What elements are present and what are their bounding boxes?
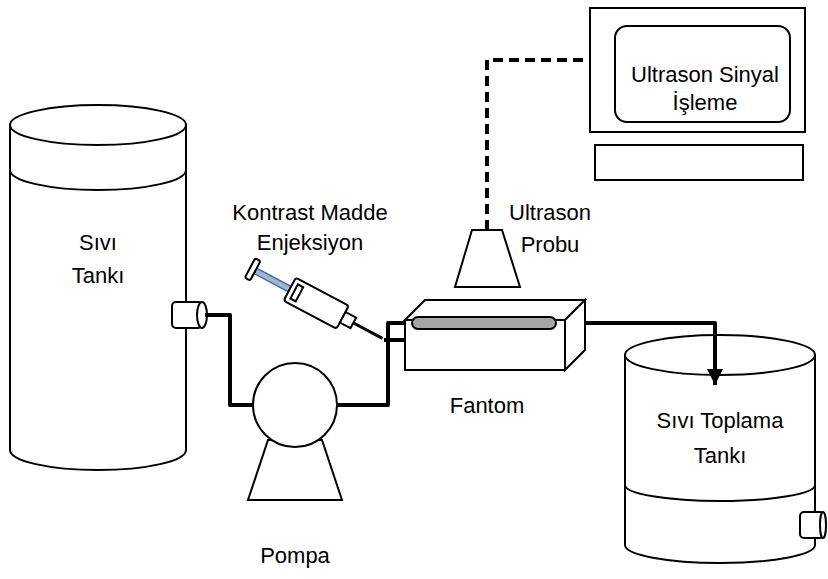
tank-rim (625, 335, 815, 375)
node-label: Pompa (245, 539, 345, 572)
pump-housing (253, 363, 337, 447)
pump-base (248, 440, 342, 500)
syringe-node: Kontrast Madde Enjeksiyon (245, 262, 388, 345)
node-label: Kontrast Madde Enjeksiyon (220, 198, 400, 258)
tank-body (10, 125, 186, 470)
monitor-screen (615, 26, 790, 122)
probe-body (455, 230, 520, 287)
liquid-level (10, 170, 186, 190)
syringe (244, 257, 389, 350)
tank-node: Sıvı Tankı (10, 105, 205, 462)
fluid-pipe (205, 315, 253, 405)
liquid-level (625, 485, 815, 501)
probe-node: Ultrason Probu (455, 230, 520, 287)
fluid-pipe (585, 323, 715, 385)
phantom-node: Fantom (405, 300, 585, 370)
collection-tank-node: Sıvı Toplama Tankı (625, 385, 815, 562)
nozzle-end (820, 512, 826, 538)
node-label: Fantom (437, 389, 537, 422)
tank-rim (10, 105, 186, 145)
node-label: Sıvı Toplama Tankı (645, 403, 795, 473)
fluid-pipe (384, 338, 405, 342)
node-label: Sıvı Tankı (58, 226, 138, 292)
phantom-side (565, 300, 585, 370)
node-label: Ultrason Probu (500, 197, 600, 261)
monitor-node: Ultrason Sinyal İşleme (590, 8, 805, 132)
keyboard (595, 145, 803, 180)
node-label: Ultrason Sinyal İşleme (630, 61, 780, 117)
pump-node: Pompa (253, 363, 337, 447)
fluid-pipe (337, 323, 405, 405)
tank-body (625, 355, 815, 563)
monitor-frame (590, 8, 805, 132)
